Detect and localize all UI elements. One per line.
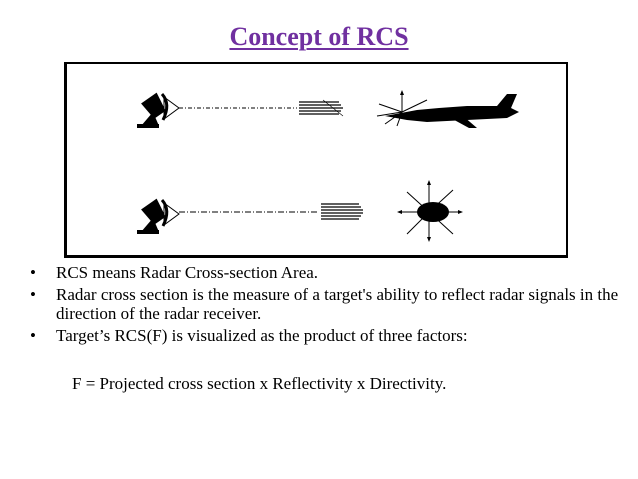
aircraft-silhouette: [385, 94, 519, 128]
rcs-diagram-frame: [64, 62, 568, 258]
bullet-item: • Target’s RCS(F) is visualized as the p…: [30, 326, 620, 345]
radar-dish-icon: [137, 92, 180, 128]
bullet-list: • RCS means Radar Cross-section Area. • …: [30, 263, 620, 348]
bullet-text: RCS means Radar Cross-section Area.: [56, 263, 319, 282]
wavefront-top: [299, 99, 344, 117]
bullet-text: Radar cross section is the measure of a …: [56, 285, 619, 323]
bullet-text: Target’s RCS(F) is visualized as the pro…: [56, 326, 468, 345]
bullet-marker: •: [30, 263, 36, 282]
rcs-formula: F = Projected cross section x Reflectivi…: [72, 374, 447, 393]
radar-dish-icon: [137, 198, 180, 234]
sphere-target: [417, 202, 449, 222]
bullet-marker: •: [30, 285, 36, 304]
bullet-item: • RCS means Radar Cross-section Area.: [30, 263, 620, 282]
rcs-diagram: [137, 90, 519, 242]
bullet-marker: •: [30, 326, 36, 345]
wavefront-bottom: [321, 203, 363, 220]
slide-title: Concept of RCS: [229, 22, 409, 51]
bullet-item: • Radar cross section is the measure of …: [30, 285, 620, 323]
